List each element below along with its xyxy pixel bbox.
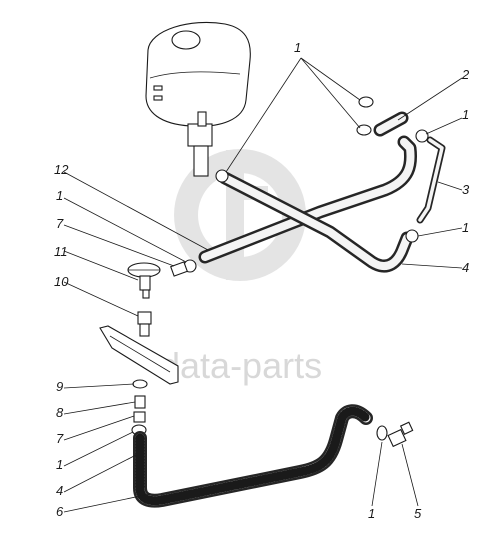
callout-left-1b: 1	[56, 457, 63, 472]
clamp-top-b	[356, 124, 372, 136]
callout-bottom-1: 1	[368, 506, 375, 521]
callout-right-4: 4	[462, 260, 469, 275]
callout-left-1a: 1	[56, 188, 63, 203]
clamp-top-a	[358, 96, 374, 108]
callout-left-9: 9	[56, 379, 63, 394]
clamp-right-a	[415, 129, 429, 143]
hose-12	[198, 135, 418, 264]
washer-9	[132, 379, 148, 389]
callout-left-12: 12	[54, 162, 69, 177]
expansion-tank	[145, 21, 251, 177]
callout-right-1b: 1	[462, 220, 469, 235]
callouts: 1 2 1 3 1 4 12 1 7 11 10 9 8 7 1 4 6 1 5	[54, 40, 470, 521]
adapter-10	[137, 311, 152, 337]
pipe-3	[416, 136, 446, 224]
callout-top-1: 1	[294, 40, 301, 55]
clamp-right-b	[405, 229, 419, 243]
fitting-7-lower	[133, 411, 146, 423]
callout-bottom-5: 5	[414, 506, 422, 521]
callout-right-3: 3	[462, 182, 470, 197]
callout-left-4: 4	[56, 483, 63, 498]
clamp-bottom	[376, 425, 388, 441]
callout-left-10: 10	[54, 274, 69, 289]
tap-11	[127, 262, 161, 299]
corrugated-hose-6	[133, 404, 373, 508]
watermark-text: data-parts	[160, 345, 322, 386]
leader-lines	[63, 57, 463, 513]
fitting-8	[134, 395, 146, 409]
clamp-tank	[215, 169, 229, 183]
callout-left-6: 6	[56, 504, 64, 519]
callout-left-7a: 7	[56, 216, 64, 231]
callout-left-11: 11	[54, 244, 68, 259]
callout-left-7b: 7	[56, 431, 64, 446]
callout-right-1a: 1	[462, 107, 469, 122]
bracket	[99, 325, 179, 385]
fitting-7-upper	[170, 261, 188, 277]
clamp-group	[131, 96, 429, 441]
callout-right-2: 2	[461, 67, 470, 82]
drain-valve-5	[387, 421, 414, 448]
hose-4-upper	[218, 171, 414, 273]
callout-left-8: 8	[56, 405, 64, 420]
